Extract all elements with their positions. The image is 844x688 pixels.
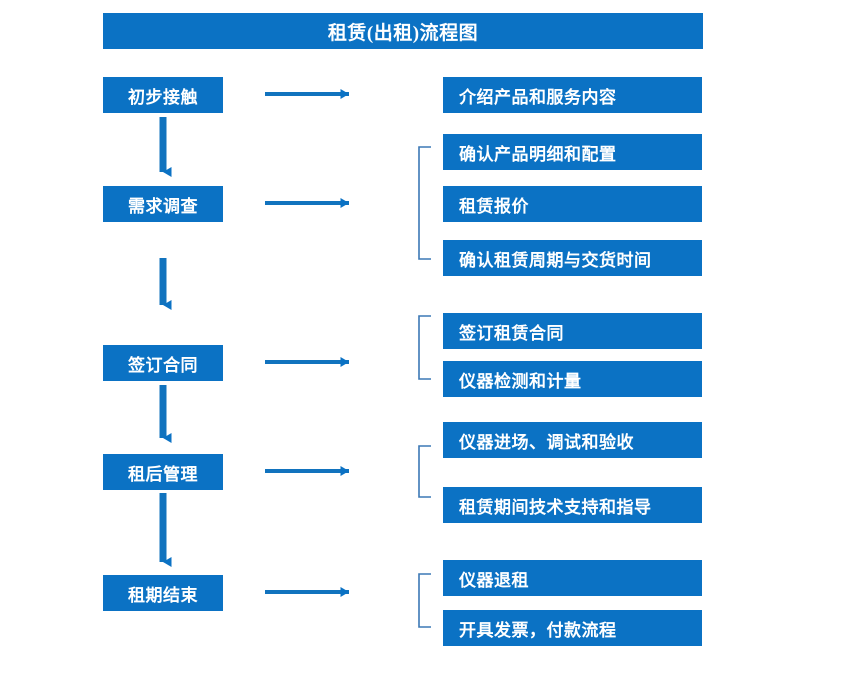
- diagram-title: 租赁(出租)流程图: [103, 13, 703, 49]
- stage-box-3[interactable]: 签订合同: [103, 345, 223, 381]
- stage-box-5[interactable]: 租期结束: [103, 575, 223, 611]
- detail-box-6[interactable]: 仪器检测和计量: [443, 361, 702, 397]
- stage-box-1[interactable]: 初步接触: [103, 77, 223, 113]
- detail-box-10[interactable]: 开具发票，付款流程: [443, 610, 702, 646]
- group-bracket: [418, 573, 431, 628]
- detail-box-1[interactable]: 介绍产品和服务内容: [443, 77, 702, 113]
- detail-box-4[interactable]: 确认租赁周期与交货时间: [443, 240, 702, 276]
- group-bracket: [418, 445, 431, 498]
- detail-box-3[interactable]: 租赁报价: [443, 186, 702, 222]
- detail-box-2[interactable]: 确认产品明细和配置: [443, 134, 702, 170]
- stage-box-2[interactable]: 需求调查: [103, 186, 223, 222]
- group-bracket: [418, 315, 431, 380]
- detail-box-7[interactable]: 仪器进场、调试和验收: [443, 422, 702, 458]
- stage-box-4[interactable]: 租后管理: [103, 454, 223, 490]
- detail-box-9[interactable]: 仪器退租: [443, 560, 702, 596]
- detail-box-5[interactable]: 签订租赁合同: [443, 313, 702, 349]
- group-bracket: [418, 146, 431, 260]
- detail-box-8[interactable]: 租赁期间技术支持和指导: [443, 487, 702, 523]
